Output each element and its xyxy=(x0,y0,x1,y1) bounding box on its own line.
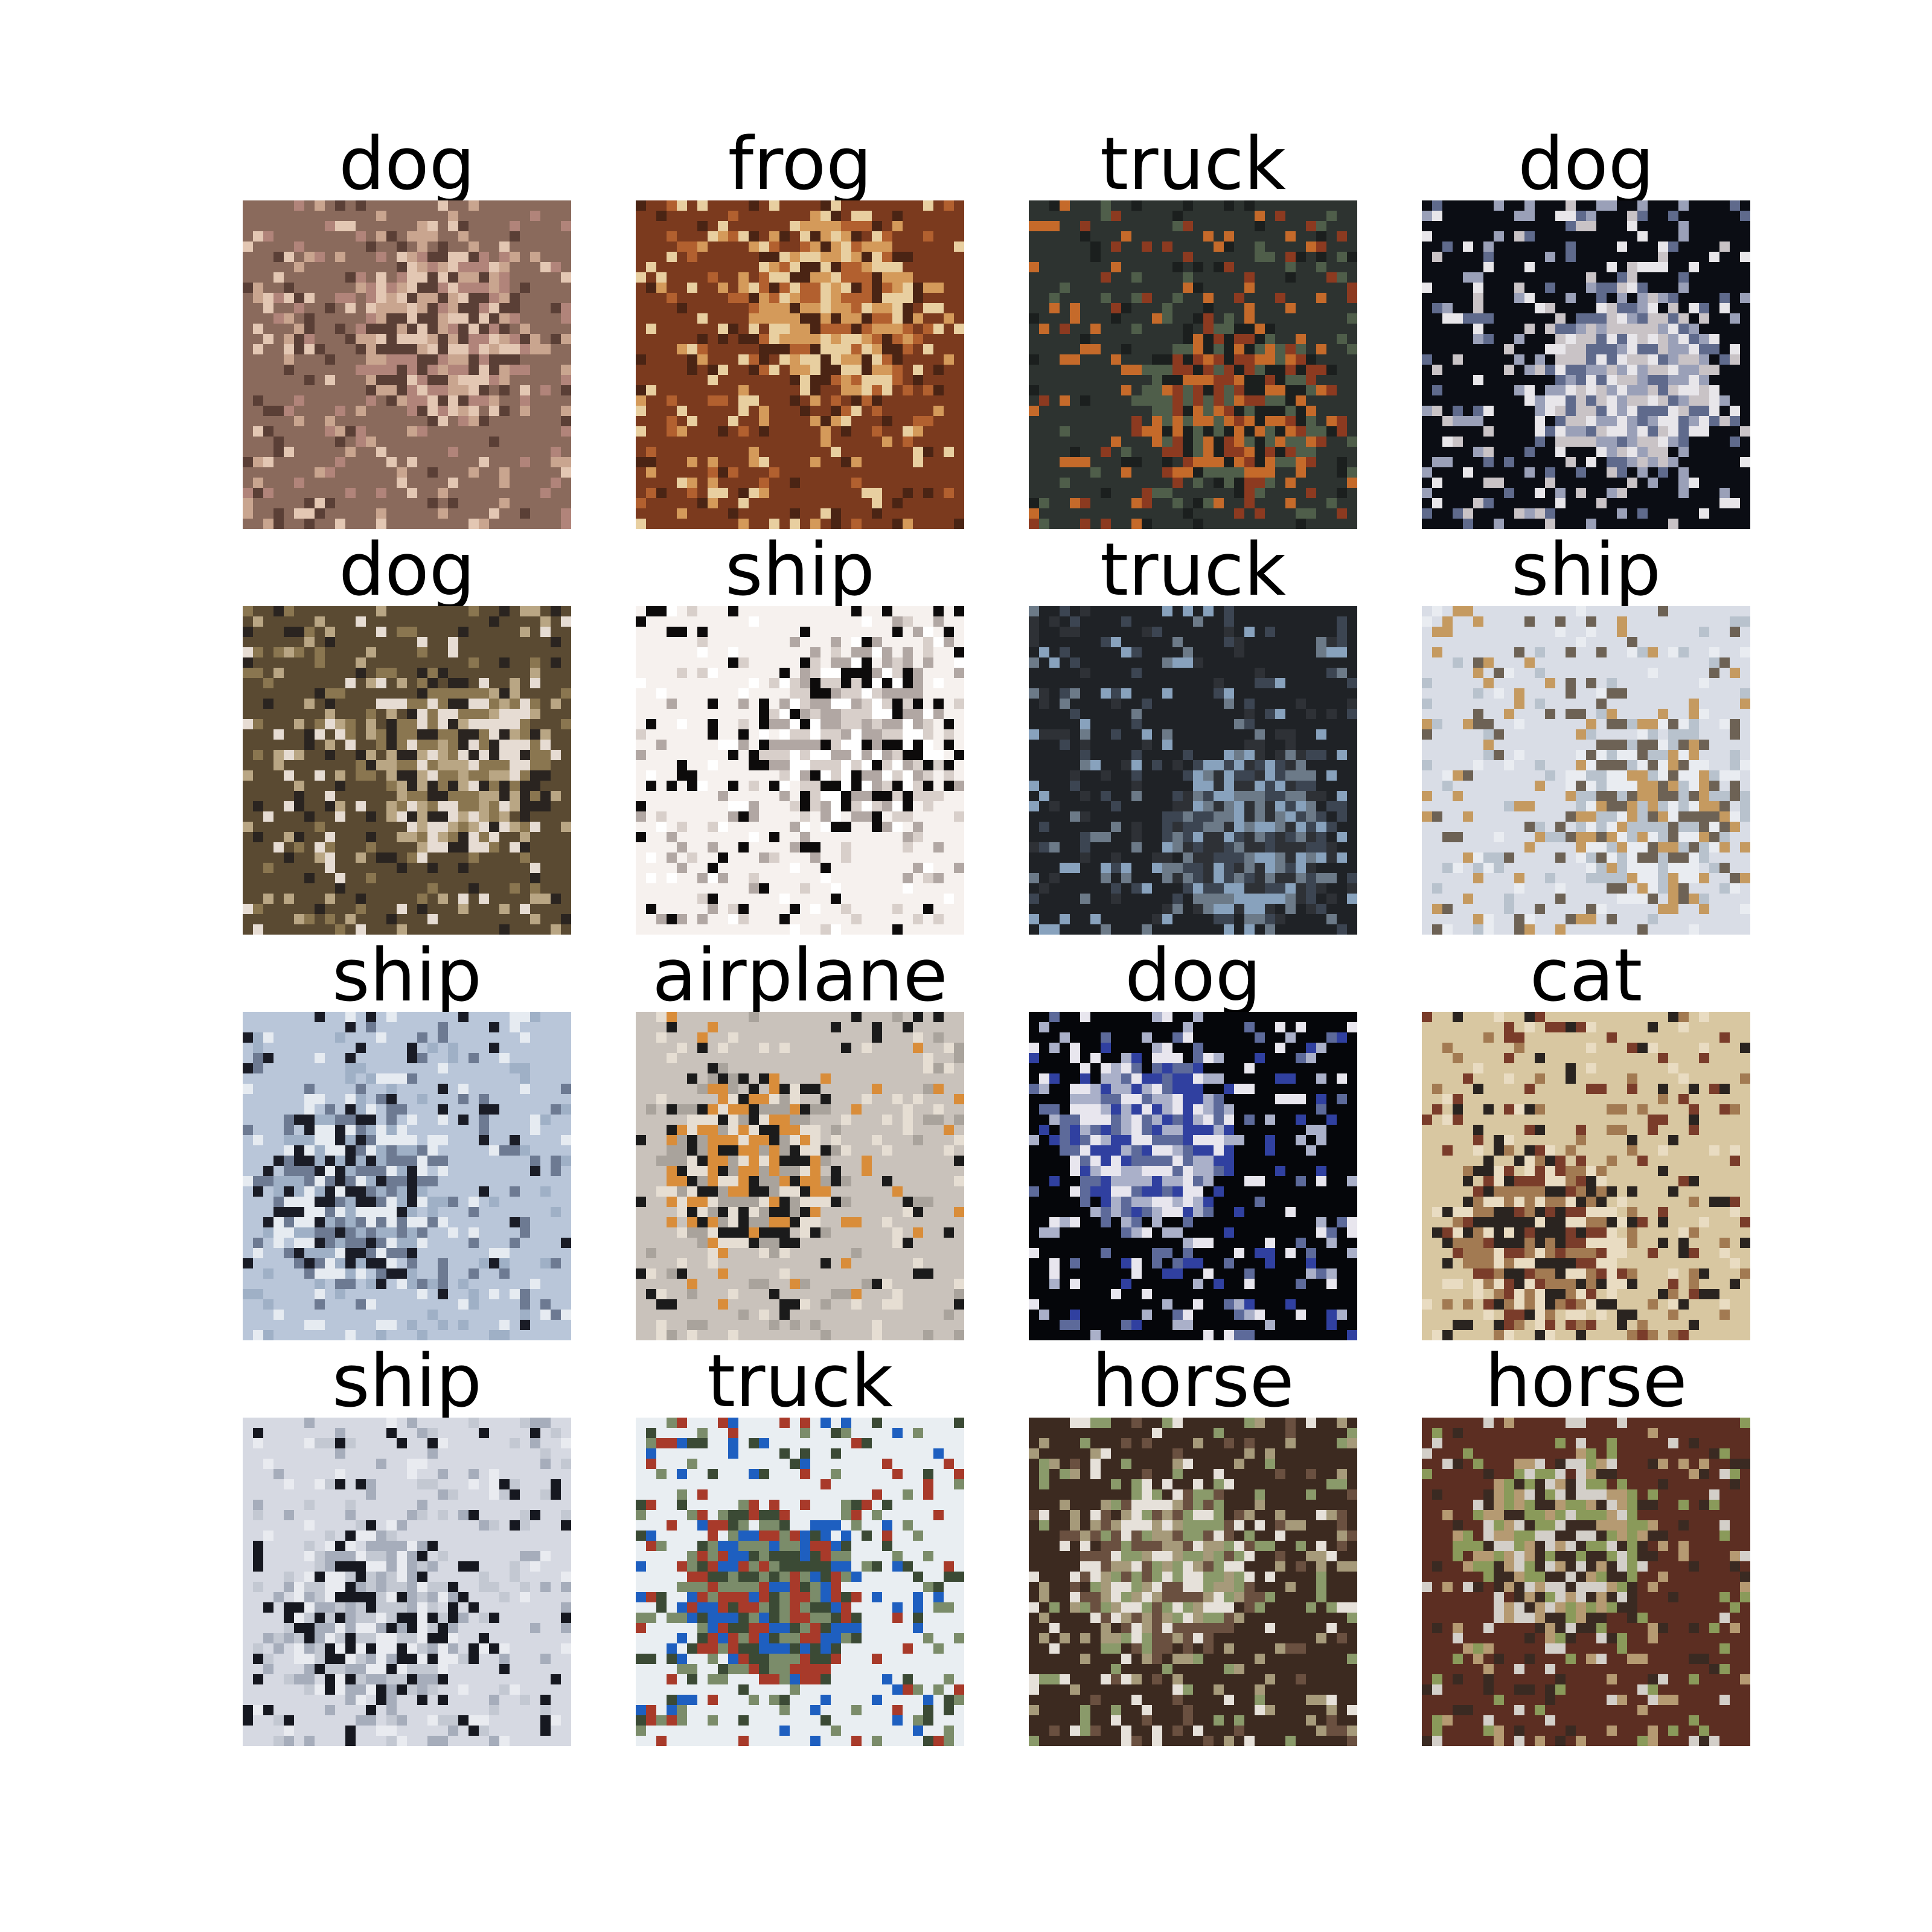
sample-label: dog xyxy=(339,123,475,206)
sample-label: dog xyxy=(1518,123,1654,206)
sample-label: ship xyxy=(1511,528,1662,612)
sample-label: truck xyxy=(1100,123,1286,206)
sample-image-pixels xyxy=(636,1012,964,1340)
sample-image xyxy=(636,200,964,529)
sample-image-pixels xyxy=(1029,1418,1357,1746)
sample-label: dog xyxy=(339,528,475,612)
sample-image xyxy=(1029,606,1357,935)
sample-label: truck xyxy=(1100,528,1286,612)
sample-label: truck xyxy=(707,1340,893,1424)
sample-image xyxy=(1029,1012,1357,1340)
sample-label: horse xyxy=(1092,1340,1294,1424)
sample-image-pixels xyxy=(1029,200,1357,529)
sample-image-pixels xyxy=(243,606,571,935)
sample-label: ship xyxy=(724,528,875,612)
sample-image xyxy=(1422,606,1750,935)
sample-image xyxy=(243,606,571,935)
sample-image xyxy=(1422,200,1750,529)
sample-image-pixels xyxy=(1422,1418,1750,1746)
sample-image xyxy=(1029,1418,1357,1746)
sample-image-pixels xyxy=(636,606,964,935)
sample-image-pixels xyxy=(1422,1012,1750,1340)
sample-image xyxy=(1422,1012,1750,1340)
sample-image-pixels xyxy=(1422,200,1750,529)
sample-label: ship xyxy=(331,934,482,1018)
sample-label: cat xyxy=(1529,934,1643,1018)
sample-image xyxy=(1422,1418,1750,1746)
sample-image xyxy=(243,1418,571,1746)
sample-image xyxy=(636,1418,964,1746)
sample-label: horse xyxy=(1485,1340,1687,1424)
sample-image-pixels xyxy=(243,1418,571,1746)
sample-image xyxy=(636,606,964,935)
sample-image-pixels xyxy=(636,1418,964,1746)
sample-image-pixels xyxy=(243,200,571,529)
sample-image xyxy=(243,200,571,529)
sample-image-pixels xyxy=(1422,606,1750,935)
sample-image-pixels xyxy=(243,1012,571,1340)
sample-image-pixels xyxy=(1029,606,1357,935)
sample-label: dog xyxy=(1125,934,1261,1018)
sample-label: frog xyxy=(728,123,872,206)
sample-image xyxy=(243,1012,571,1340)
sample-image xyxy=(636,1012,964,1340)
sample-image xyxy=(1029,200,1357,529)
sample-label: ship xyxy=(331,1340,482,1424)
sample-label: airplane xyxy=(652,934,948,1018)
sample-image-pixels xyxy=(1029,1012,1357,1340)
sample-image-pixels xyxy=(636,200,964,529)
